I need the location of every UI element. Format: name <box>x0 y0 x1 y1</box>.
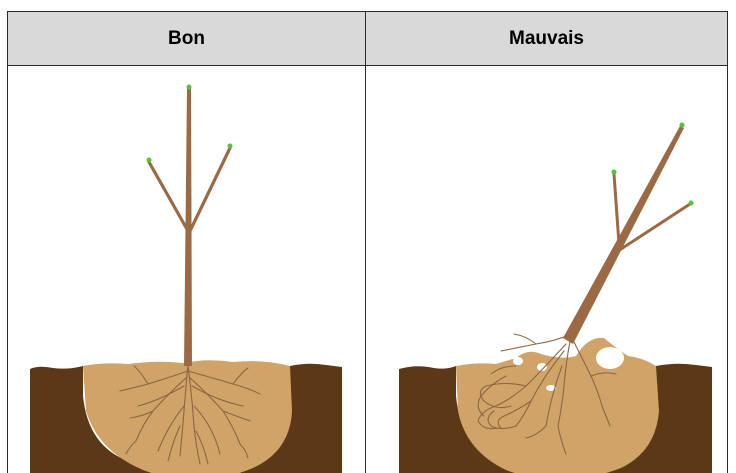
ground-soil-right <box>290 364 342 473</box>
comparison-table: Bon Mauvais <box>7 11 728 473</box>
planting-hole-backfill <box>456 338 659 473</box>
bad-planting-illustration <box>366 66 727 473</box>
header-good: Bon <box>8 12 366 66</box>
buds <box>612 123 694 206</box>
good-planting-illustration <box>8 66 365 473</box>
ground-soil-right <box>656 364 712 473</box>
ground-soil <box>30 366 83 473</box>
header-bad: Mauvais <box>366 12 727 66</box>
trunk <box>563 126 684 344</box>
bad-planting-cell <box>366 66 727 473</box>
ground-soil <box>399 366 456 473</box>
good-planting-cell <box>8 66 366 473</box>
